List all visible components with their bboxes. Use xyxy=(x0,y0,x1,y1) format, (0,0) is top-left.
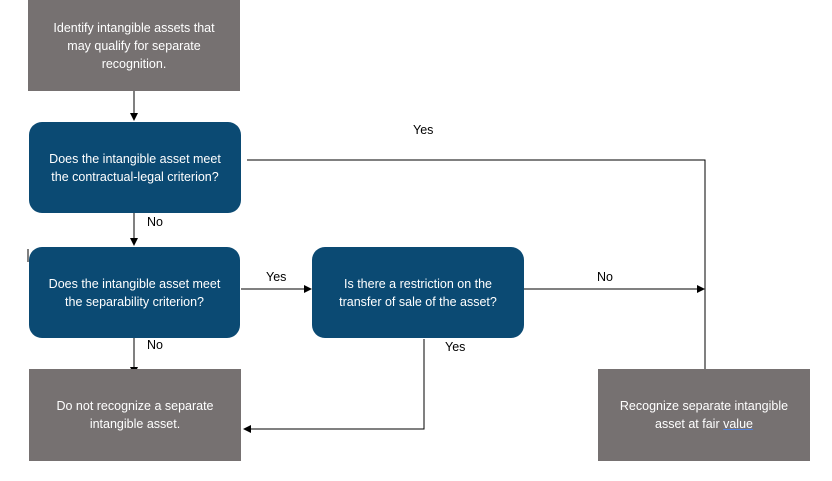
node-recognize-main: Recognize separate intangible asset at f… xyxy=(619,399,789,431)
node-restriction: Is there a restriction on the transfer o… xyxy=(312,247,524,338)
node-not-recognize-text: Do not recognize a separate intangible a… xyxy=(56,399,214,431)
arrow-restriction-yes xyxy=(243,339,425,433)
node-identify-text: Identify intangible assets that may qual… xyxy=(53,20,215,71)
node-not-recognize: Do not recognize a separate intangible a… xyxy=(29,369,241,461)
node-recognize: Recognize separate intangible asset at f… xyxy=(598,369,810,461)
label-separability-no: No xyxy=(147,338,163,352)
node-separability: Does the intangible asset meet the separ… xyxy=(29,247,240,338)
arrow-contractual-yes xyxy=(247,159,709,379)
node-contractual-text: Does the intangible asset meet the contr… xyxy=(49,151,221,184)
node-restriction-text: Is there a restriction on the transfer o… xyxy=(339,276,497,309)
node-identify: Identify intangible assets that may qual… xyxy=(28,0,240,91)
label-contractual-yes: Yes xyxy=(413,123,434,137)
label-restriction-yes: Yes xyxy=(445,340,466,354)
node-recognize-tail: value xyxy=(723,417,753,431)
label-contractual-no: No xyxy=(147,215,163,229)
node-separability-text: Does the intangible asset meet the separ… xyxy=(48,276,221,309)
label-restriction-no: No xyxy=(597,270,613,284)
label-separability-yes: Yes xyxy=(266,270,287,284)
node-recognize-text: Recognize separate intangible asset at f… xyxy=(612,397,796,433)
node-contractual: Does the intangible asset meet the contr… xyxy=(29,122,241,213)
